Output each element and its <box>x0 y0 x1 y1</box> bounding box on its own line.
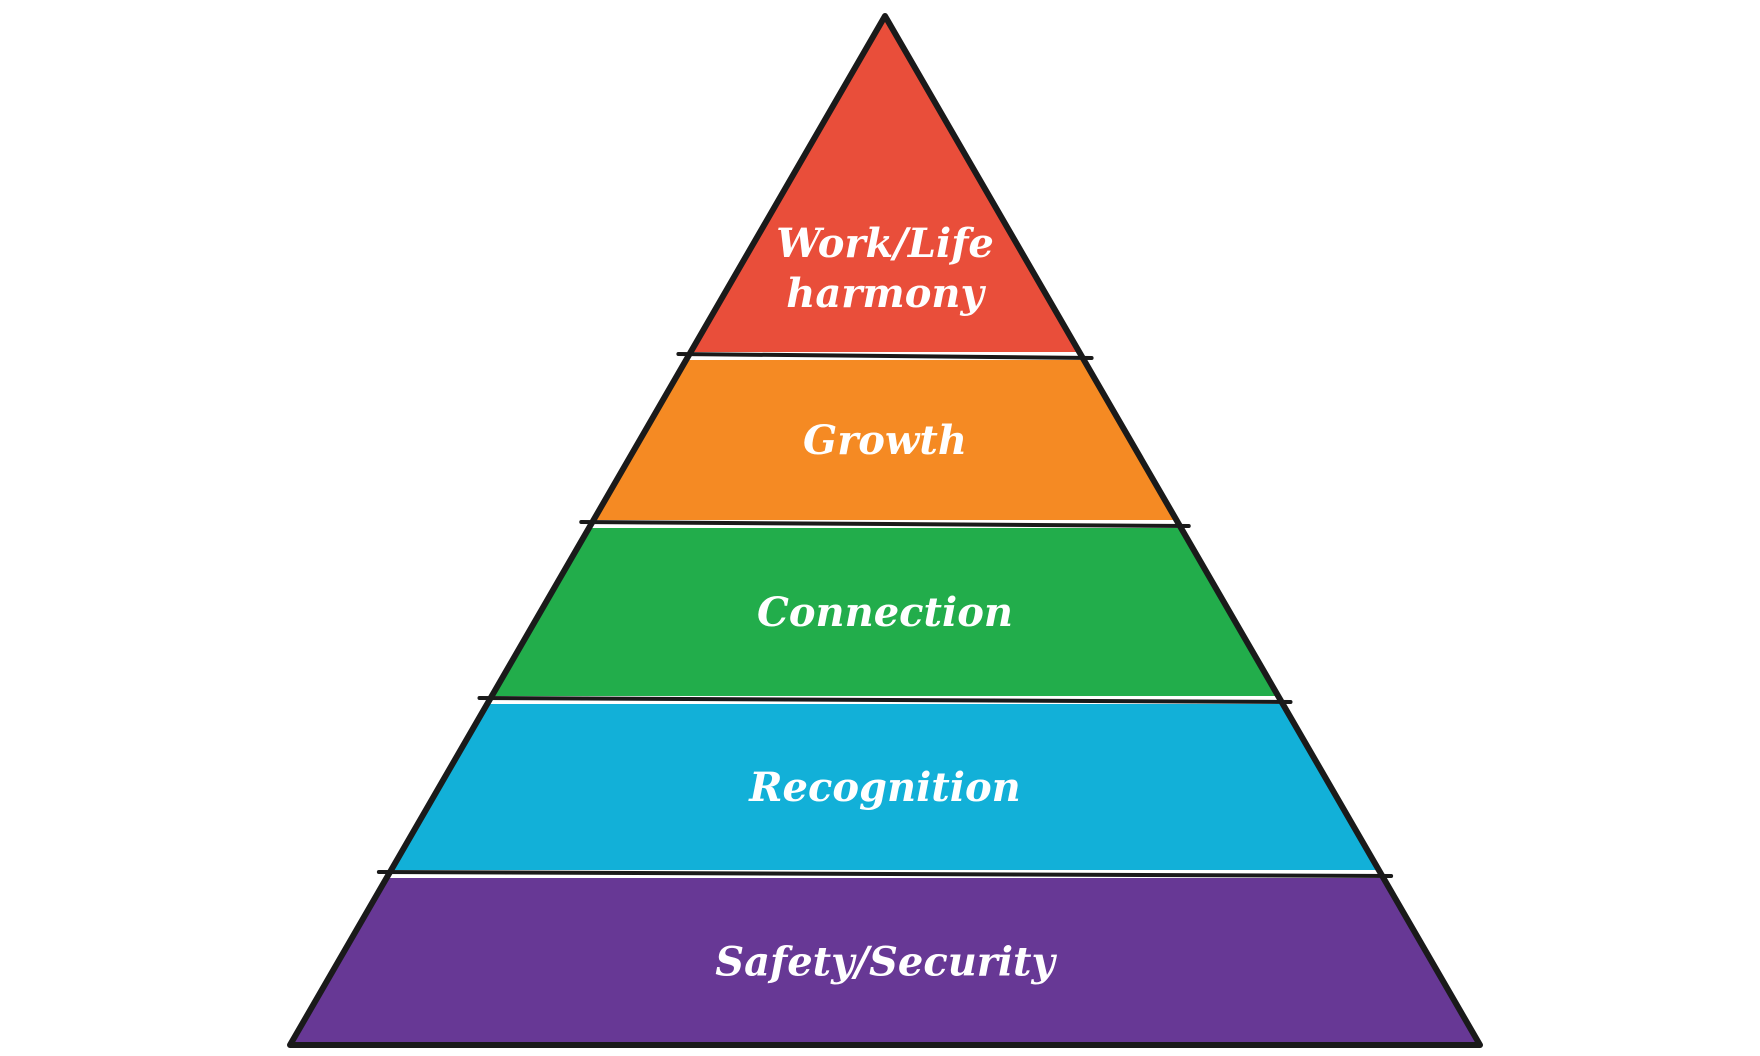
tier-recognition-label: Recognition <box>748 764 1020 811</box>
tier-work-life-harmony-label-line: harmony <box>786 270 986 317</box>
tier-divider <box>376 870 1394 878</box>
tier-safety-security-band <box>290 878 1480 1045</box>
tier-recognition-label-line: Recognition <box>748 764 1020 811</box>
tier-growth-label: Growth <box>803 417 967 464</box>
tier-work-life-harmony-label-line: Work/Life <box>776 220 994 267</box>
tier-divider <box>477 696 1293 704</box>
tier-growth-band <box>593 360 1177 520</box>
tier-growth-label-line: Growth <box>803 417 967 464</box>
tier-divider <box>579 520 1191 528</box>
tier-connection-band <box>491 528 1279 696</box>
tier-recognition-band <box>391 704 1379 870</box>
tier-work-life-harmony-band <box>690 16 1080 352</box>
tier-divider <box>676 352 1094 360</box>
tier-connection-label: Connection <box>757 589 1013 636</box>
tier-safety-security-label-line: Safety/Security <box>715 939 1057 986</box>
pyramid-outline <box>287 13 1483 1048</box>
tier-safety-security-label: Safety/Security <box>715 939 1057 986</box>
tier-connection-label-line: Connection <box>757 589 1013 636</box>
